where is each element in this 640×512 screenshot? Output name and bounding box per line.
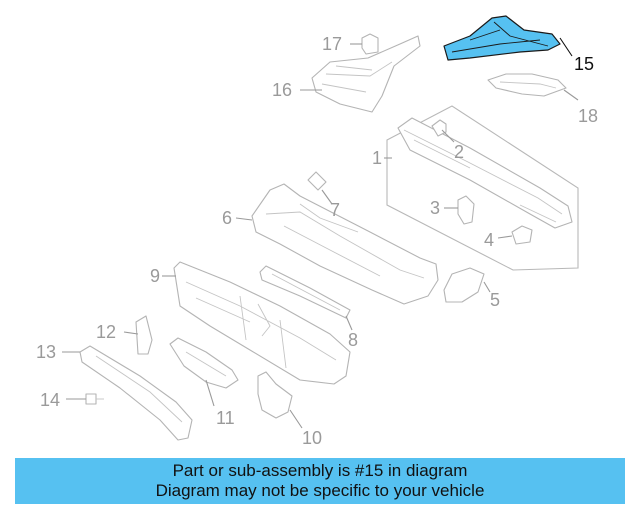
callout-5: 5 (490, 290, 500, 310)
part-1-detail (403, 129, 563, 223)
part-13-detail (95, 355, 183, 423)
part-8-detail (271, 273, 341, 311)
callout-8: 8 (348, 330, 358, 350)
callout-11: 11 (216, 408, 235, 428)
part-18-detail (499, 81, 557, 89)
leader-6 (235, 217, 253, 221)
callout-13: 13 (36, 342, 56, 362)
part-15-cowl-top (443, 15, 561, 61)
leader-4 (497, 235, 513, 239)
part-18-cover (487, 73, 567, 97)
part-9-dash-lower (173, 261, 351, 385)
leader-5 (483, 281, 491, 293)
part-6-detail (265, 203, 425, 279)
part-10-bracket (257, 371, 293, 419)
part-7-seal (307, 171, 327, 191)
callout-9: 9 (150, 266, 160, 286)
callout-14: 14 (40, 390, 60, 410)
info-banner: Part or sub-assembly is #15 in diagram D… (15, 458, 625, 504)
callout-16: 16 (272, 80, 292, 100)
callout-4: 4 (484, 230, 494, 250)
part-17-clip (361, 33, 379, 55)
part-12-bracket (135, 315, 153, 355)
leader-2 (441, 129, 455, 143)
callout-15: 15 (574, 54, 594, 74)
part-2-clip (431, 119, 447, 137)
leader-15 (559, 37, 573, 57)
leader-18 (563, 89, 579, 101)
part-15-detail (451, 21, 549, 53)
part-3-bracket (457, 195, 475, 225)
part-5-bracket (443, 267, 485, 303)
callout-3: 3 (430, 198, 440, 218)
banner-line-1: Part or sub-assembly is #15 in diagram (172, 461, 468, 480)
leader-12 (123, 331, 139, 335)
leader-10 (289, 409, 303, 429)
part-9-detail (185, 281, 337, 369)
leader-7 (321, 189, 333, 205)
part-16-detail (321, 61, 393, 93)
part-11-detail (185, 351, 227, 377)
part-4-bracket (511, 225, 533, 245)
part-8-reinforcement (259, 265, 351, 319)
callout-2: 2 (454, 142, 464, 162)
part-1-cowl-panel (397, 117, 573, 229)
callout-7: 7 (330, 200, 340, 220)
part-13-side-rail (79, 345, 193, 441)
callout-12: 12 (96, 322, 116, 342)
part-14-bolt (85, 393, 104, 405)
leader-8 (345, 315, 353, 331)
leader-11 (205, 379, 215, 407)
callout-1: 1 (372, 148, 382, 168)
part-6-dash-upper (251, 183, 439, 305)
callout-10: 10 (302, 428, 322, 448)
callout-6: 6 (222, 208, 232, 228)
part-16-cowl-side (311, 35, 421, 113)
callout-17: 17 (322, 34, 342, 54)
callout-18: 18 (578, 106, 598, 126)
banner-line-2: Diagram may not be specific to your vehi… (155, 481, 485, 500)
parts-diagram: 17 16 15 18 1 2 3 4 5 6 7 8 9 12 13 14 1… (36, 15, 598, 448)
assembly-box-1 (386, 105, 579, 271)
